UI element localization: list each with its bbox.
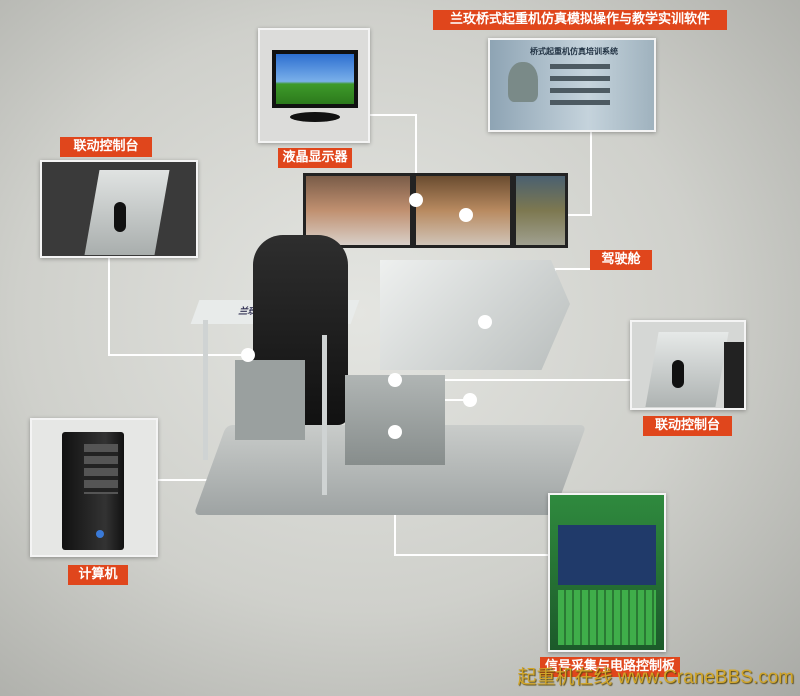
label-console-left: 联动控制台 — [60, 137, 152, 157]
frame-post — [322, 335, 327, 495]
console-box-left — [235, 360, 305, 440]
seat-edge — [724, 342, 744, 408]
label-computer: 计算机 — [68, 565, 128, 585]
console-box-right — [345, 375, 445, 465]
drive-bays — [84, 444, 118, 494]
lcd-image — [258, 28, 370, 143]
console-right-image — [630, 320, 746, 410]
lcd-stand — [290, 112, 340, 122]
lcd-screen — [272, 50, 358, 108]
board-image — [548, 493, 666, 652]
label-lcd: 液晶显示器 — [278, 148, 352, 168]
watermark: 起重机在线 www.CraneBBS.com — [517, 667, 794, 688]
software-screenshot: 桥式起重机仿真培训系统 — [488, 38, 656, 132]
console-left-image — [40, 160, 198, 258]
worker-figure — [508, 62, 538, 102]
pcb — [558, 525, 656, 585]
marker-lcd — [409, 193, 423, 207]
joystick-icon — [672, 360, 684, 388]
label-cockpit: 驾驶舱 — [590, 250, 652, 270]
marker-board — [388, 425, 402, 439]
software-title: 桥式起重机仿真培训系统 — [530, 47, 618, 56]
connector-lcd — [415, 114, 417, 200]
terminal-blocks — [558, 590, 656, 645]
connector-software — [590, 132, 592, 216]
monitor-right — [513, 173, 568, 248]
marker-console-left — [241, 348, 255, 362]
marker-computer — [463, 393, 477, 407]
power-button-icon — [96, 530, 104, 538]
console-panel — [645, 332, 729, 407]
connector-console-left — [108, 258, 110, 356]
frame-post — [203, 320, 208, 460]
joystick-icon — [114, 202, 126, 232]
cockpit-hood — [380, 260, 570, 370]
marker-cockpit — [478, 315, 492, 329]
menu-bars — [550, 64, 610, 112]
connector-lcd — [370, 114, 417, 116]
computer-image — [30, 418, 158, 557]
label-console-right: 联动控制台 — [643, 416, 732, 436]
simulator: 兰玫起重机模拟器 — [185, 165, 587, 535]
marker-console-right — [388, 373, 402, 387]
label-software: 兰玫桥式起重机仿真模拟操作与教学实训软件 — [433, 10, 727, 30]
marker-software — [459, 208, 473, 222]
label-board: 信号采集与电路控制板 — [540, 657, 680, 677]
connector-board — [394, 554, 548, 556]
connector-console-right — [395, 379, 630, 381]
console-panel — [84, 170, 170, 255]
connector-console-left — [108, 354, 248, 356]
